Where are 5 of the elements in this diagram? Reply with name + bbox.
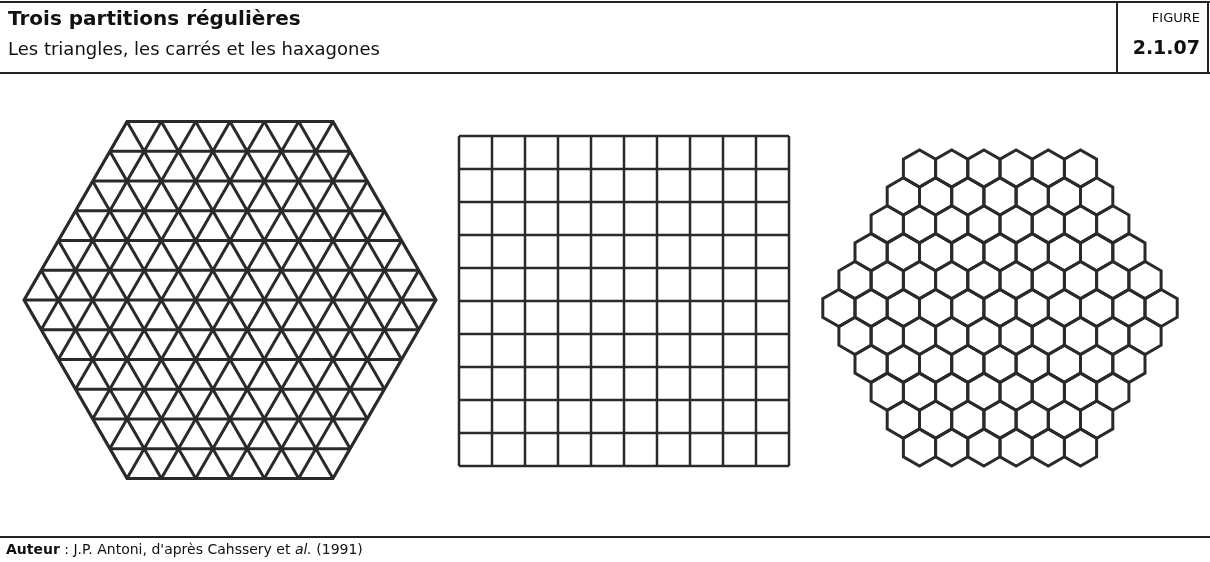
- figure-number: 2.1.07: [1132, 36, 1200, 58]
- figure-subtitle: Les triangles, les carrés et les haxagones: [8, 38, 380, 59]
- figure-label: FIGURE: [1151, 10, 1200, 25]
- figure-title: Trois partitions régulières: [8, 6, 301, 30]
- author-credit: Auteur : J.P. Antoni, d'après Cahssery et al. (1991): [6, 541, 363, 557]
